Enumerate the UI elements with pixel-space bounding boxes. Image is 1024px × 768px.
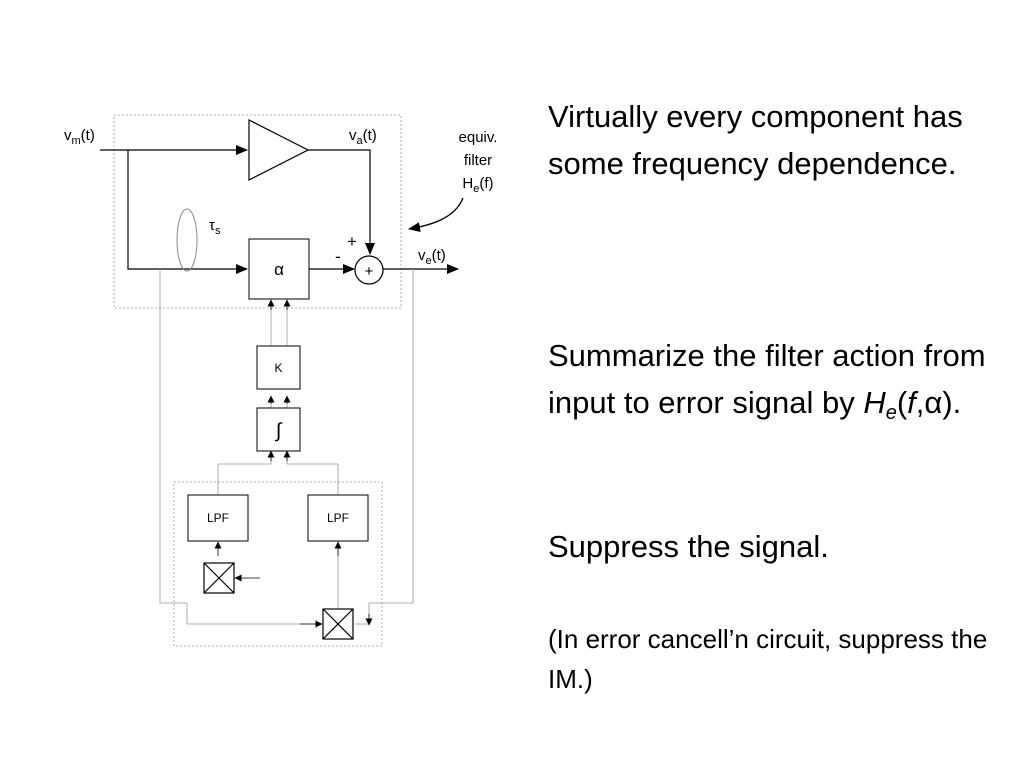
delay-label: τs: [209, 217, 221, 237]
input-label: vm(t): [64, 127, 95, 147]
feedback-arrows: [214, 299, 373, 628]
integrator-block: [256, 407, 301, 452]
plus-input-sign: +: [347, 232, 357, 251]
lpf-left-block: [187, 494, 249, 542]
k-label: K: [274, 361, 282, 375]
correlator-boundary: [173, 481, 383, 647]
mixer-left: [203, 562, 235, 594]
text-para-1: Virtually every component has some frequ…: [548, 99, 963, 181]
equiv-filter-arrow: [408, 197, 464, 233]
mixer-right: [322, 608, 354, 640]
minus-input-sign: -: [335, 247, 341, 266]
block-diagram: vm(t) va(t) ve(t) τs equiv. filter He(f)…: [64, 114, 498, 647]
alpha-block: [248, 238, 310, 300]
lpf-right-label: LPF: [327, 511, 349, 525]
equiv-label-line2: filter: [464, 152, 492, 169]
branch-line: [127, 150, 248, 274]
alpha-label: α: [274, 260, 284, 279]
delay-ellipse: [176, 208, 198, 272]
lpf-right-block: [307, 494, 369, 542]
integrator-label: ∫: [275, 420, 283, 442]
amplifier-triangle: [248, 119, 310, 181]
k-gain-block: [256, 345, 301, 390]
text-para-3: Suppress the signal.: [548, 529, 829, 564]
amplifier-output-line: [308, 149, 375, 255]
lpf-left-label: LPF: [207, 511, 229, 525]
amp-output-label: va(t): [349, 127, 377, 147]
text-para-4: (In error cancell’n circuit, suppress th…: [548, 624, 988, 694]
error-output-label: ve(t): [418, 247, 446, 267]
summing-junction: [354, 255, 384, 285]
text-para-2: Summarize the filter action from input t…: [548, 338, 986, 424]
equiv-label-line3: He(f): [462, 175, 493, 195]
equiv-label-line1: equiv.: [459, 129, 498, 146]
sum-label: +: [365, 263, 374, 280]
